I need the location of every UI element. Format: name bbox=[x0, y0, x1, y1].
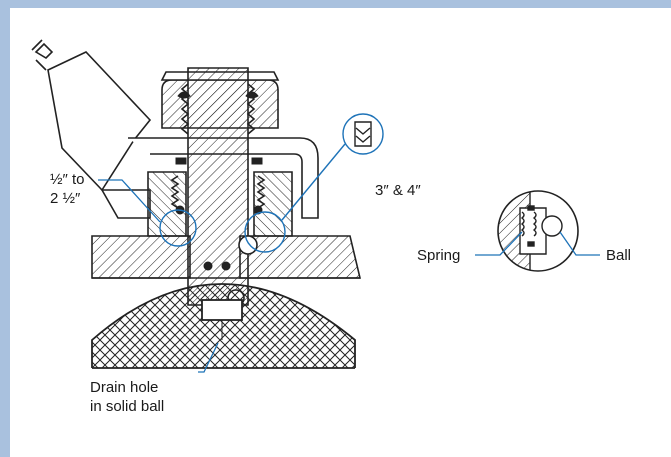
leader-lines bbox=[98, 179, 600, 373]
diagram-labels: ½″ to 2 ½″ 3″ & 4″ Spring Ball Drain hol… bbox=[50, 171, 631, 415]
solid-ball bbox=[91, 283, 356, 369]
stem-seals bbox=[175, 91, 263, 271]
label-size-large: 3″ & 4″ bbox=[375, 182, 421, 199]
label-drain-1: Drain hole bbox=[90, 379, 158, 396]
detail-callout-small bbox=[159, 113, 384, 253]
ball-spring-detail bbox=[497, 190, 579, 272]
label-drain-2: in solid ball bbox=[90, 398, 164, 415]
label-size-small-2: 2 ½″ bbox=[50, 190, 81, 207]
label-size-small-1: ½″ to bbox=[50, 171, 85, 188]
label-ball: Ball bbox=[606, 247, 631, 264]
label-spring: Spring bbox=[417, 247, 460, 264]
